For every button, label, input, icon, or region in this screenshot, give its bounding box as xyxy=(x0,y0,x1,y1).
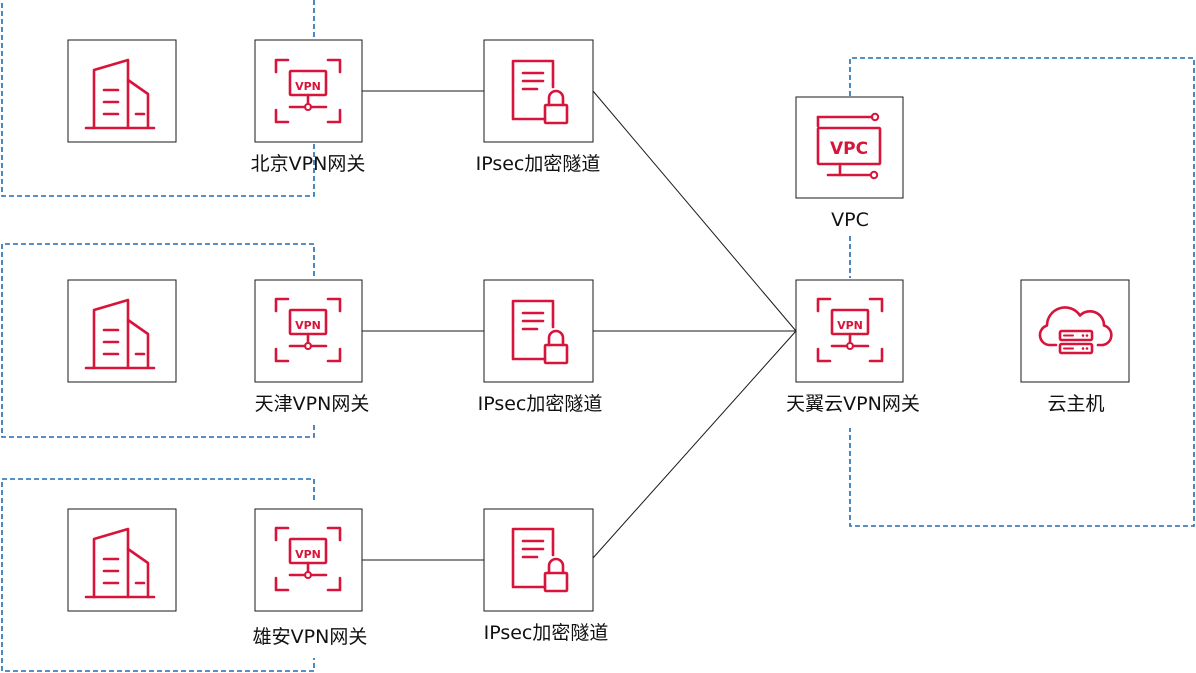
link-tunnel3-cloud xyxy=(592,330,797,559)
tunnel-2-label: IPsec加密隧道 xyxy=(478,393,603,415)
xiongan-gateway-label: 雄安VPN网关 xyxy=(253,626,368,648)
cloud-gateway-label: 天翼云VPN网关 xyxy=(786,393,920,415)
tunnel-1-node[interactable] xyxy=(483,39,594,143)
cloud-host-label: 云主机 xyxy=(1047,393,1104,415)
vpn-icon-text: VPN xyxy=(295,80,321,93)
vpn-icon-text: VPN xyxy=(295,319,321,332)
vpc-node[interactable]: VPC xyxy=(795,96,904,199)
link-tunnel1-cloud xyxy=(592,90,797,332)
tianjin-region-border xyxy=(1,243,315,438)
xiongan-vpn-gateway-node[interactable]: VPN xyxy=(254,508,363,612)
tunnel-2-node[interactable] xyxy=(483,279,594,383)
beijing-gateway-label: 北京VPN网关 xyxy=(251,153,366,175)
vpc-icon xyxy=(816,112,882,180)
beijing-vpn-gateway-node[interactable]: VPN xyxy=(254,39,363,143)
vpc-label: VPC xyxy=(831,209,869,231)
tunnel-1-label: IPsec加密隧道 xyxy=(476,153,601,175)
tunnel-3-node[interactable] xyxy=(483,508,594,612)
beijing-office-node[interactable] xyxy=(67,39,177,143)
cloud-server-icon xyxy=(1038,306,1113,355)
xiongan-region-border xyxy=(1,478,315,672)
cloud-host-node[interactable] xyxy=(1020,279,1130,383)
vpn-icon-text: VPN xyxy=(837,319,863,332)
cloud-vpn-gateway-node[interactable]: VPN xyxy=(795,279,904,383)
tianjin-office-node[interactable] xyxy=(67,279,177,383)
vpn-icon-text: VPN xyxy=(295,548,321,561)
xiongan-office-node[interactable] xyxy=(67,508,177,612)
tianjin-gateway-label: 天津VPN网关 xyxy=(255,393,370,415)
tianjin-vpn-gateway-node[interactable]: VPN xyxy=(254,279,363,383)
vpc-icon-text: VPC xyxy=(830,139,868,159)
tunnel-3-label: IPsec加密隧道 xyxy=(484,622,609,644)
cloud-region-border xyxy=(849,57,1195,527)
